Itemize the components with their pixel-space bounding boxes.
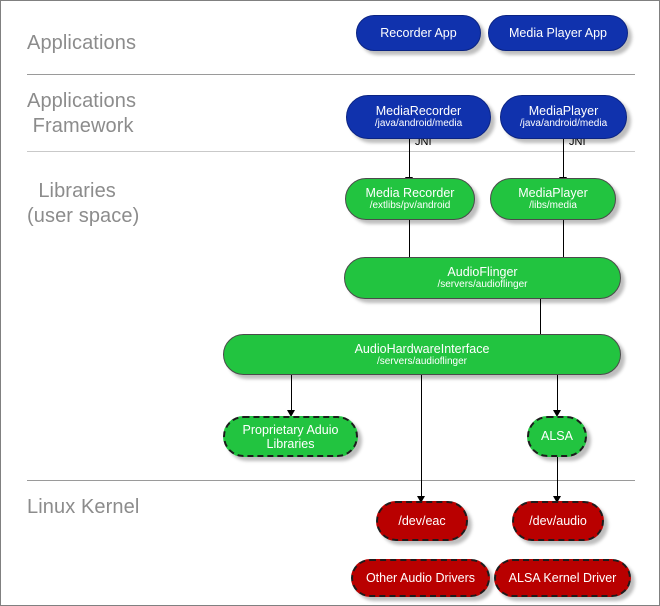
- layer-label-linux-kernel: Linux Kernel: [27, 496, 140, 518]
- node-title: /dev/eac: [398, 513, 446, 528]
- node-title: MediaPlayer: [518, 186, 588, 200]
- connector-mediarecorder-to-lib: [409, 139, 411, 183]
- node-media-player-app[interactable]: Media Player App: [488, 15, 628, 51]
- arrowhead-ahi-to-dev-eac: [417, 496, 426, 503]
- node-alsa-kernel-driver[interactable]: ALSA Kernel Driver: [494, 559, 631, 597]
- node-title: AudioHardwareInterface: [354, 341, 490, 356]
- node-subtitle: /java/android/media: [519, 118, 608, 129]
- node-dev-audio[interactable]: /dev/audio: [512, 501, 604, 541]
- node-media-recorder-lib[interactable]: Media Recorder /extlibs/pv/android: [345, 178, 475, 220]
- node-subtitle: Libraries: [266, 436, 315, 451]
- node-subtitle: /extlibs/pv/android: [369, 200, 451, 211]
- node-proprietary-audio-libraries[interactable]: Proprietary Aduio Libraries: [223, 416, 358, 457]
- node-subtitle: /java/android/media: [374, 118, 463, 129]
- node-mediaplayer-lib[interactable]: MediaPlayer /libs/media: [490, 178, 616, 220]
- node-alsa[interactable]: ALSA: [527, 416, 587, 457]
- node-title: Other Audio Drivers: [365, 570, 476, 585]
- node-dev-eac[interactable]: /dev/eac: [376, 501, 468, 541]
- connector-audioflinger-to-audiohardwareinterface: [540, 299, 542, 341]
- node-other-audio-drivers[interactable]: Other Audio Drivers: [351, 559, 490, 597]
- node-title: Recorder App: [380, 25, 457, 40]
- node-title: ALSA Kernel Driver: [508, 570, 617, 585]
- layer-label-libraries: Libraries (user space): [27, 180, 140, 227]
- node-title: MediaRecorder: [375, 104, 462, 118]
- node-title: Media Recorder: [365, 186, 455, 200]
- node-mediaplayer-framework[interactable]: MediaPlayer /java/android/media: [500, 95, 627, 139]
- connector-mediaplayerlib-to-audioflinger: [563, 220, 565, 264]
- connector-mediarecorderlib-to-audioflinger: [409, 220, 411, 264]
- node-title: AudioFlinger: [447, 265, 518, 279]
- layer-label-applications: Applications: [27, 32, 137, 54]
- divider-kernel: [27, 480, 635, 481]
- node-subtitle: /servers/audioflinger: [437, 279, 528, 290]
- arrowhead-ahi-to-proprietary: [287, 410, 296, 417]
- node-title: Proprietary Aduio: [242, 422, 339, 437]
- node-recorder-app[interactable]: Recorder App: [356, 15, 481, 51]
- node-audioflinger[interactable]: AudioFlinger /servers/audioflinger: [344, 257, 621, 299]
- node-title: Media Player App: [509, 25, 607, 40]
- connector-ahi-to-proprietary: [291, 375, 293, 415]
- node-title: /dev/audio: [529, 513, 587, 528]
- connector-ahi-to-dev-eac: [421, 375, 423, 501]
- arrowhead-alsa-to-dev-audio: [553, 496, 562, 503]
- arrowhead-ahi-to-alsa: [553, 410, 562, 417]
- layer-label-applications-framework: Applications Framework: [27, 90, 137, 137]
- connector-label-jni-left: JNI: [415, 136, 432, 148]
- node-title: MediaPlayer: [528, 104, 599, 118]
- node-audiohardwareinterface[interactable]: AudioHardwareInterface /servers/audiofli…: [223, 334, 621, 375]
- node-mediarecorder-framework[interactable]: MediaRecorder /java/android/media: [346, 95, 491, 139]
- node-subtitle: /libs/media: [529, 200, 577, 211]
- divider-applications: [27, 74, 635, 75]
- node-subtitle: /servers/audioflinger: [376, 355, 468, 367]
- connector-mediaplayer-to-lib: [563, 139, 565, 183]
- divider-framework: [27, 151, 635, 152]
- connector-alsa-to-dev-audio: [557, 457, 559, 501]
- node-title: ALSA: [541, 429, 573, 443]
- connector-label-jni-right: JNI: [569, 136, 586, 148]
- connector-ahi-to-alsa: [557, 375, 559, 415]
